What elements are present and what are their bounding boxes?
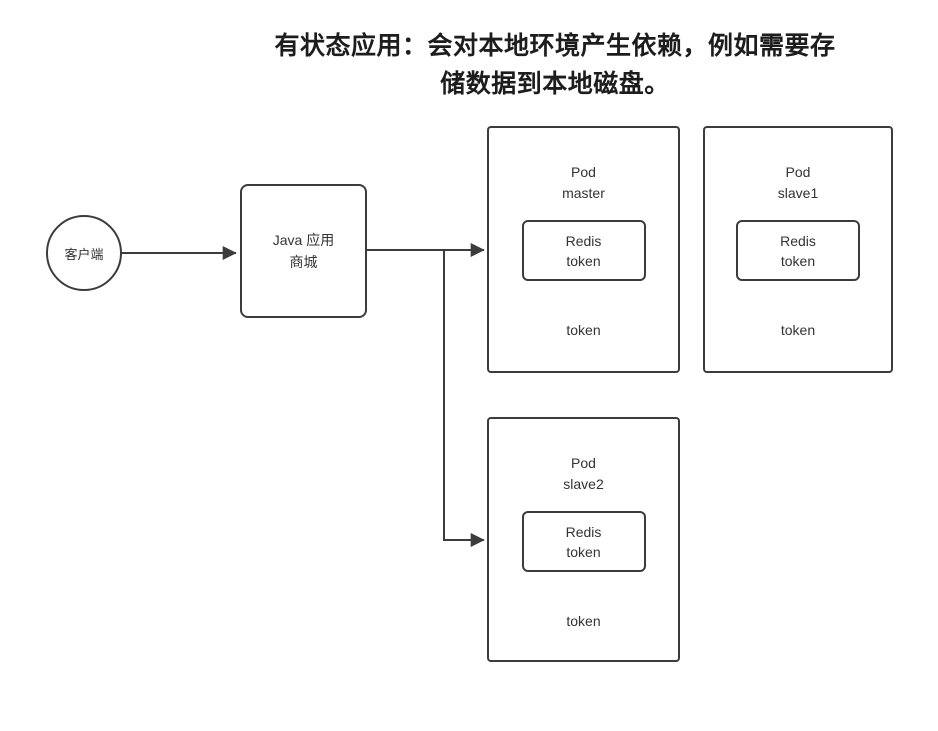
pod-master-box: Pod master Redis token token	[487, 126, 680, 373]
arrow-java-to-pod-slave2	[443, 250, 485, 547]
pod-slave2-redis-box: Redis token	[521, 511, 646, 572]
diagram-title: 有状态应用：会对本地环境产生依赖，例如需要存 储数据到本地磁盘。	[274, 32, 836, 98]
pod-slave2-token-label: token	[566, 613, 601, 629]
pod-slave2-redis-label: Redis token	[565, 523, 602, 560]
pod-slave1-token-label: token	[780, 322, 816, 338]
client-node: 客户端	[46, 215, 122, 291]
pod-slave1-redis-box: Redis token	[736, 220, 860, 281]
pod-slave1-box: Pod slave1 Redis token token	[703, 126, 893, 373]
pod-master-title: Pod master	[562, 164, 605, 201]
java-app-label: Java 应用 商城	[272, 232, 335, 270]
pod-master-token-label: token	[566, 322, 601, 338]
pod-slave1-title: Pod slave1	[777, 164, 819, 201]
java-app-node: Java 应用 商城	[240, 184, 367, 318]
pod-slave2-title: Pod slave2	[563, 455, 604, 492]
pod-master-redis-label: Redis token	[565, 232, 602, 269]
pod-master-redis-box: Redis token	[521, 220, 646, 281]
pod-slave1-redis-label: Redis token	[780, 232, 816, 269]
pod-slave2-box: Pod slave2 Redis token token	[487, 417, 680, 662]
client-label: 客户端	[64, 246, 104, 262]
